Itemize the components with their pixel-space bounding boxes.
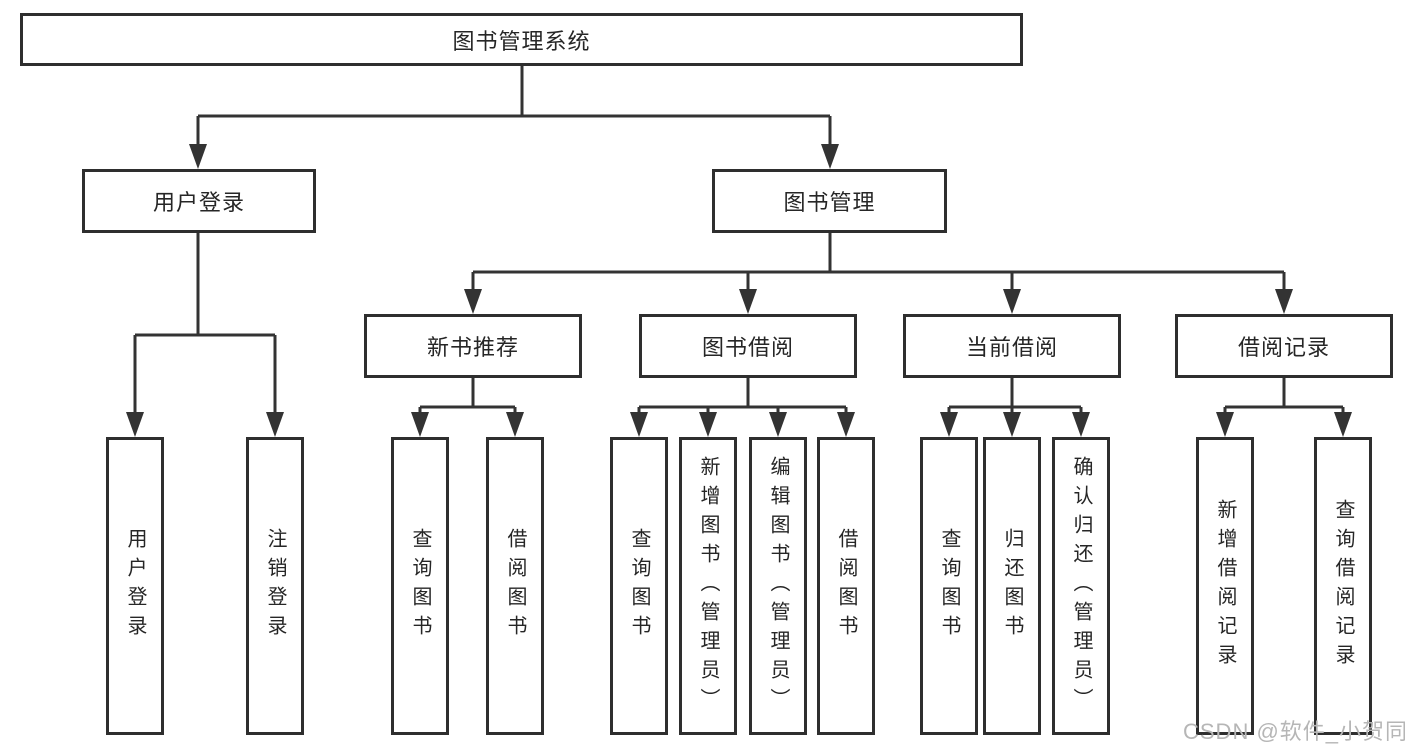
node-label: 图书管理 [783, 190, 876, 215]
leaf-logout: 注销登录 [246, 437, 304, 735]
leaf-label: 归还图书 [1001, 528, 1023, 644]
leaf-confirm-return-admin: 确认归还（管理员） [1052, 437, 1110, 735]
node-book-borrowing: 图书借阅 [639, 314, 857, 378]
node-label: 新书推荐 [426, 335, 519, 360]
leaf-edit-book-admin: 编辑图书（管理员） [749, 437, 807, 735]
leaf-label: 新增图书（管理员） [697, 455, 719, 717]
node-label: 图书借阅 [701, 335, 794, 360]
leaf-user-login: 用户登录 [106, 437, 164, 735]
leaf-label: 借阅图书 [504, 528, 526, 644]
leaf-label: 借阅图书 [835, 528, 857, 644]
leaf-label: 新增借阅记录 [1214, 499, 1236, 673]
leaf-add-book-admin: 新增图书（管理员） [679, 437, 737, 735]
leaf-borrow-books-recommend: 借阅图书 [486, 437, 544, 735]
node-borrowing-records: 借阅记录 [1175, 314, 1393, 378]
leaf-query-books-borrowing: 查询图书 [610, 437, 668, 735]
leaf-return-books: 归还图书 [983, 437, 1041, 735]
node-new-book-recommend: 新书推荐 [364, 314, 582, 378]
leaf-label: 查询图书 [938, 528, 960, 644]
leaf-add-borrow-record: 新增借阅记录 [1196, 437, 1254, 735]
leaf-label: 查询图书 [628, 528, 650, 644]
leaf-label: 确认归还（管理员） [1070, 455, 1092, 717]
node-user-login: 用户登录 [82, 169, 316, 233]
csdn-watermark: CSDN @软件_小贺同学 [1183, 719, 1405, 744]
leaf-query-books-recommend: 查询图书 [391, 437, 449, 735]
node-label: 图书管理系统 [452, 28, 591, 54]
leaf-borrow-books-borrowing: 借阅图书 [817, 437, 875, 735]
node-book-management-system: 图书管理系统 [20, 13, 1023, 66]
leaf-label: 查询图书 [409, 528, 431, 644]
node-label: 用户登录 [152, 190, 245, 215]
leaf-label: 用户登录 [124, 528, 146, 644]
node-current-borrowing: 当前借阅 [903, 314, 1121, 378]
node-book-management: 图书管理 [712, 169, 947, 233]
leaf-label: 编辑图书（管理员） [767, 455, 789, 717]
leaf-label: 查询借阅记录 [1332, 499, 1354, 673]
node-label: 当前借阅 [965, 335, 1058, 360]
leaf-label: 注销登录 [264, 528, 286, 644]
node-label: 借阅记录 [1237, 335, 1330, 360]
leaf-query-books-current: 查询图书 [920, 437, 978, 735]
leaf-query-borrow-record: 查询借阅记录 [1314, 437, 1372, 735]
